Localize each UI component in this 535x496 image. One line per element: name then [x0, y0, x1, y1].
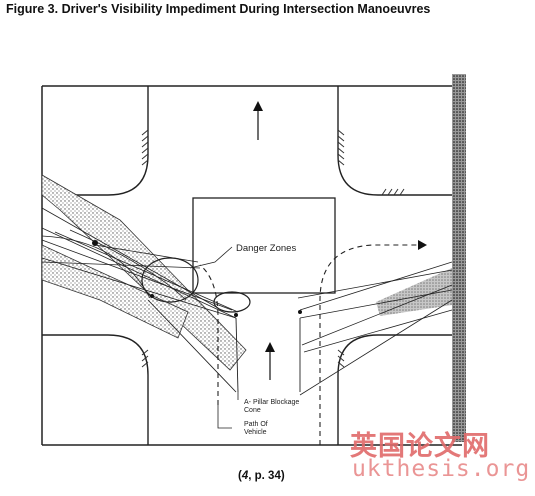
road-edges	[42, 86, 452, 445]
vehicle-arrow	[265, 342, 275, 380]
label-leaders	[217, 392, 239, 429]
path-of-vehicle-label-2: Vehicle	[244, 429, 267, 436]
path-of-vehicle-label-1: Path Of	[244, 421, 268, 428]
caption-ref-number: 4	[241, 470, 249, 482]
vehicle-paths	[199, 244, 420, 445]
watermark-url: ukthesis.org	[352, 456, 531, 482]
pillar-blockage-label-1: A- Pillar Blockage	[244, 399, 299, 406]
curb-hatching	[141, 129, 405, 368]
figure-caption: (4, p. 34)	[238, 470, 285, 482]
danger-zones-label: Danger Zones	[236, 243, 296, 254]
driver-dot	[92, 240, 98, 246]
danger-zones-leader	[189, 246, 233, 269]
diagram-border	[41, 85, 462, 446]
intersection-center-box	[192, 197, 336, 294]
figure-title: Figure 3. Driver's Visibility Impediment…	[6, 2, 431, 16]
pillar-cone-lines	[147, 299, 301, 393]
north-arrow	[253, 101, 263, 140]
danger-zone-ellipses	[141, 257, 251, 313]
scan-edge	[452, 74, 466, 442]
pillar-blockage-bands	[41, 174, 452, 371]
right-turn-arrowhead	[418, 240, 427, 250]
sight-lines-right	[297, 261, 453, 396]
watermark-chinese: 英国论文网	[350, 431, 490, 462]
pillar-blockage-label-2: Cone	[244, 407, 261, 414]
